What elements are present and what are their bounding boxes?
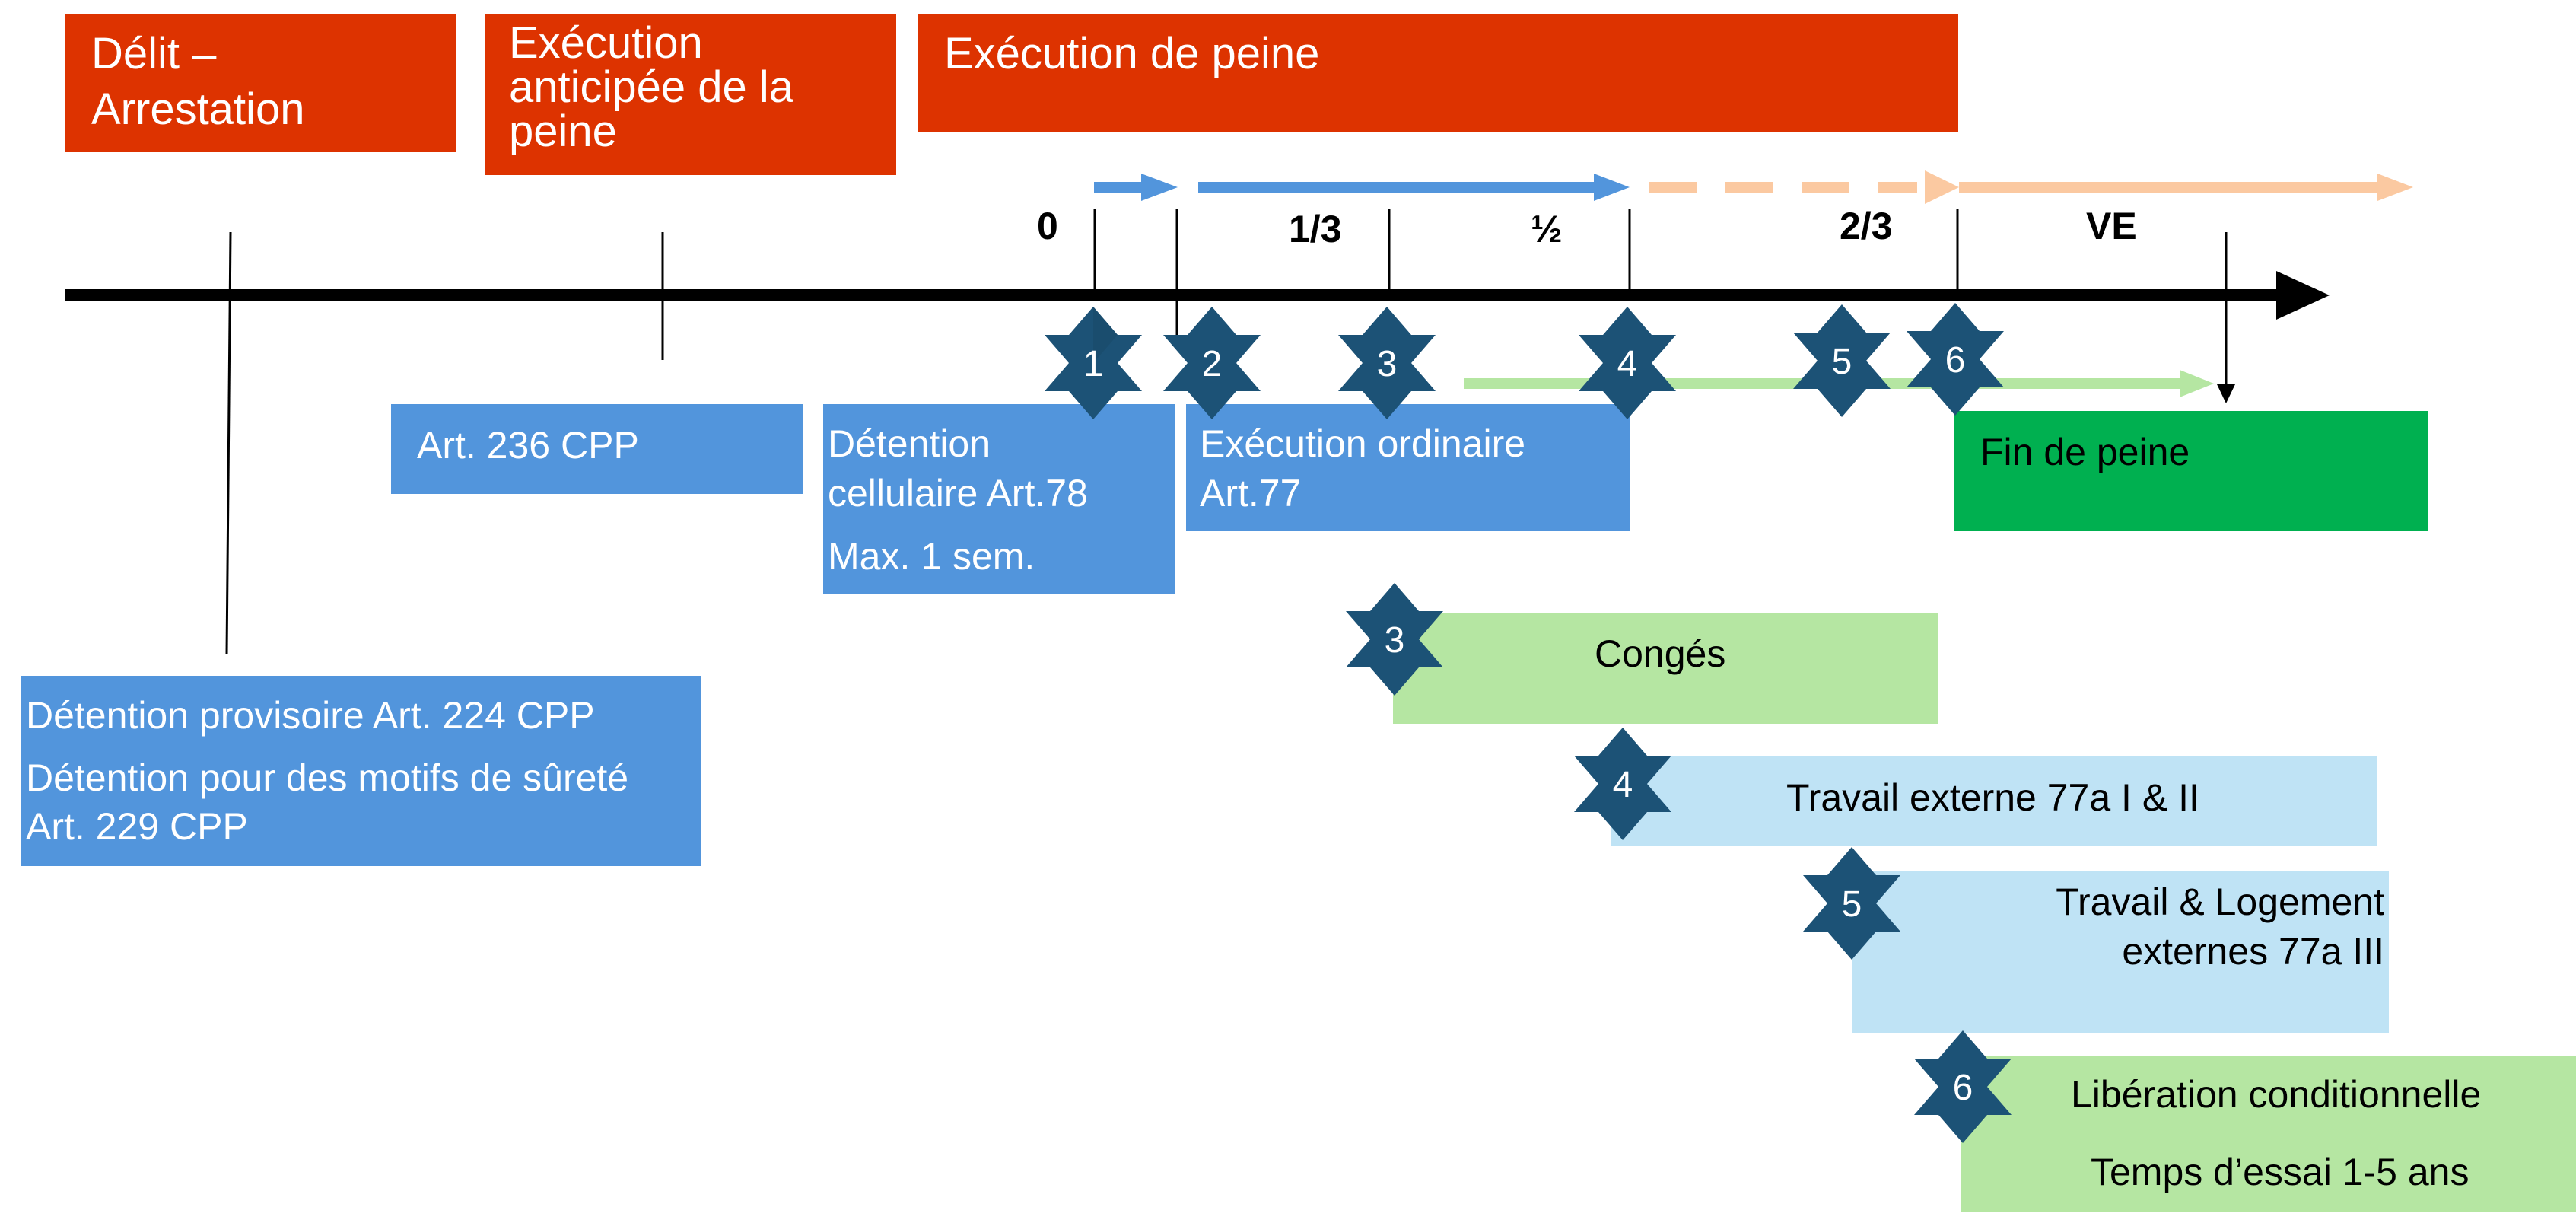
tick-label-one-third: 1/3 — [1289, 208, 1342, 250]
star-5: 5 — [1793, 304, 1891, 417]
header-delit-line2: Arrestation — [91, 84, 305, 134]
travail-logement-line1: Travail & Logement — [2056, 881, 2384, 923]
star-travail-externe-number: 4 — [1613, 765, 1633, 805]
liberation-line1: Libération conditionnelle — [2071, 1073, 2482, 1116]
header-delit-arrestation: Délit – Arrestation — [65, 14, 456, 152]
star-travail-logement-5: 5 — [1803, 847, 1900, 960]
travail-externe-label: Travail externe 77a I & II — [1786, 776, 2199, 819]
tick-label-0: 0 — [1037, 205, 1058, 247]
star-conges-3: 3 — [1346, 583, 1443, 696]
box-fin-de-peine: Fin de peine — [1954, 411, 2428, 531]
star-2: 2 — [1163, 307, 1261, 419]
green-arrow-head — [2180, 370, 2214, 397]
box-execution-ordinaire: Exécution ordinaire Art.77 — [1186, 404, 1630, 531]
star-2-number: 2 — [1202, 344, 1223, 384]
box-liberation-conditionnelle: Libération conditionnelle Temps d’essai … — [1961, 1056, 2576, 1212]
travail-logement-line2: externes 77a III — [2122, 930, 2384, 973]
star-liberation-number: 6 — [1953, 1068, 1973, 1108]
marker-delit — [225, 231, 232, 655]
box-detention-provisoire: Détention provisoire Art. 224 CPP Détent… — [21, 676, 701, 866]
star-6: 6 — [1907, 303, 2004, 416]
art-236-label: Art. 236 CPP — [417, 424, 639, 467]
liberation-line2: Temps d’essai 1-5 ans — [2091, 1151, 2469, 1193]
orange-arrow-head-1 — [1925, 170, 1959, 204]
marker-ve-arrowhead — [2217, 384, 2235, 403]
detention-provisoire-line1: Détention provisoire Art. 224 CPP — [26, 694, 595, 737]
tick-label-two-thirds: 2/3 — [1840, 205, 1893, 247]
execution-ordinaire-line1: Exécution ordinaire — [1200, 422, 1526, 465]
star-1-number: 1 — [1083, 344, 1104, 384]
star-travail-externe-4: 4 — [1574, 728, 1671, 840]
star-travail-logement-number: 5 — [1842, 884, 1862, 925]
detention-provisoire-line3: Art. 229 CPP — [26, 805, 248, 848]
header-anticipee-line2: anticipée de la — [509, 62, 794, 112]
star-3: 3 — [1338, 307, 1436, 419]
detention-cellulaire-line2: cellulaire Art.78 — [828, 472, 1088, 514]
orange-arrow-head-2 — [2377, 174, 2413, 201]
star-5-number: 5 — [1832, 342, 1852, 382]
blue-arrow-long-head — [1594, 174, 1630, 201]
execution-ordinaire-line2: Art.77 — [1200, 472, 1302, 514]
star-6-number: 6 — [1945, 340, 1966, 381]
box-conges: Congés — [1393, 613, 1938, 724]
star-1: 1 — [1045, 307, 1142, 419]
tick-label-half: ½ — [1531, 208, 1563, 250]
detention-provisoire-line2: Détention pour des motifs de sûreté — [26, 756, 629, 799]
blue-arrow-short-head — [1141, 174, 1178, 201]
header-execution-text: Exécution de peine — [944, 29, 1320, 78]
main-timeline-arrowhead — [2276, 271, 2330, 320]
star-4: 4 — [1579, 307, 1676, 419]
fin-de-peine-label: Fin de peine — [1980, 431, 2190, 473]
header-execution-de-peine: Exécution de peine — [918, 14, 1958, 132]
header-anticipee-line3: peine — [509, 107, 617, 156]
header-delit-line1: Délit – — [91, 29, 217, 78]
box-art-236: Art. 236 CPP — [391, 404, 803, 494]
detention-cellulaire-line1: Détention — [828, 422, 991, 465]
header-execution-anticipee: Exécution anticipée de la peine — [485, 14, 896, 175]
star-3-number: 3 — [1377, 344, 1398, 384]
star-conges-number: 3 — [1385, 620, 1405, 661]
box-travail-logement: Travail & Logement externes 77a III — [1852, 871, 2389, 1033]
box-travail-externe: Travail externe 77a I & II — [1611, 756, 2377, 846]
tick-label-ve: VE — [2086, 205, 2137, 247]
header-anticipee-line1: Exécution — [509, 18, 703, 68]
detention-cellulaire-line3: Max. 1 sem. — [828, 535, 1035, 578]
box-detention-cellulaire: Détention cellulaire Art.78 Max. 1 sem. — [823, 404, 1175, 594]
conges-label: Congés — [1595, 632, 1726, 675]
star-liberation-6: 6 — [1914, 1030, 2012, 1143]
star-4-number: 4 — [1617, 344, 1638, 384]
